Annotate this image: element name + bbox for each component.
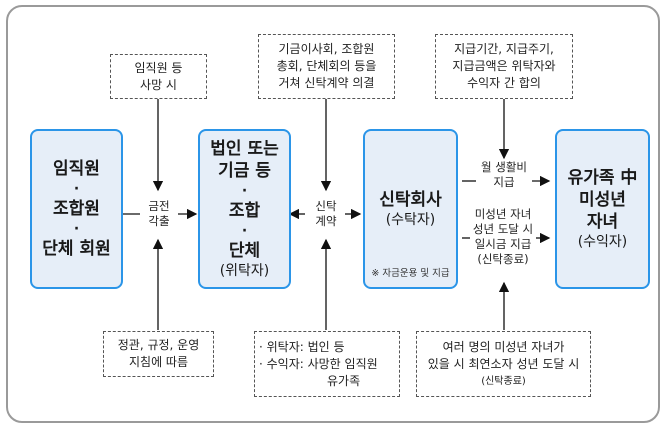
label-contribution: 금전 각출: [140, 199, 178, 229]
trustee-role: (수탁자): [385, 212, 436, 228]
label-trust-contract: 신탁 계약: [307, 199, 345, 229]
label-monthly-payment: 월 생활비 지급: [476, 160, 532, 190]
note-line: 사망 시: [140, 77, 177, 92]
note-agreement: 지급기간, 지급주기, 지급금액은 위탁자와 수익자 간 합의: [435, 34, 573, 99]
note-line: 지급기간, 지급주기,: [454, 42, 554, 56]
note-line: 지침에 따름: [128, 355, 188, 369]
label-line: 지급: [493, 175, 515, 189]
note-parties: · 위탁자: 법인 등 · 수익자: 사망한 임직원 유가족: [254, 331, 400, 397]
note-line: 총회, 단체회의 등을: [276, 59, 377, 73]
label-line: 미성년 자녀: [474, 207, 532, 221]
label-line: 월 생활비: [481, 160, 527, 174]
label-lump-sum: 미성년 자녀 성년 도달 시 일시금 지급 (신탁종료): [470, 207, 536, 267]
note-line: 여러 명의 미성년 자녀가: [442, 339, 565, 354]
beneficiary-role: (수익자): [577, 234, 628, 250]
trustor-line1: 법인 또는: [210, 139, 279, 159]
note-line: 기금이사회, 조합원: [278, 42, 375, 56]
note-death: 임직원 등 사망 시: [110, 54, 207, 99]
members-label-employees: 임직원: [53, 159, 100, 179]
note-line: · 위탁자: 법인 등: [259, 339, 345, 354]
separator-dot: ·: [241, 223, 248, 239]
note-line: (신탁종료): [481, 375, 526, 387]
members-label-union: 조합원: [53, 199, 100, 219]
members-box: 임직원 · 조합원 · 단체 회원: [30, 129, 123, 289]
note-line: 유가족: [327, 373, 361, 388]
note-rules: 정관, 규정, 운영 지침에 따름: [103, 331, 214, 377]
note-termination: 여러 명의 미성년 자녀가 있을 시 최연소자 성년 도달 시 (신탁종료): [416, 331, 591, 397]
label-line: 신탁: [315, 199, 337, 213]
beneficiary-line3: 자녀: [586, 212, 619, 232]
note-line: 정관, 규정, 운영: [117, 338, 200, 352]
label-line: 각출: [148, 214, 170, 228]
trustee-box: 신탁회사 (수탁자) ※ 자금운용 및 지급: [363, 129, 458, 289]
label-line: 일시금 지급: [474, 237, 532, 251]
beneficiary-box: 유가족 中 미성년 자녀 (수익자): [555, 129, 650, 289]
note-line: · 수익자: 사망한 임직원: [259, 356, 378, 371]
trustee-name: 신탁회사: [379, 190, 442, 210]
separator-dot: ·: [73, 181, 80, 197]
note-line: 지급금액은 위탁자와: [452, 59, 556, 73]
members-label-group: 단체 회원: [42, 239, 111, 259]
label-line: (신탁종료): [477, 252, 529, 266]
note-line: 거쳐 신탁계약 의결: [278, 76, 375, 90]
note-board: 기금이사회, 조합원 총회, 단체회의 등을 거쳐 신탁계약 의결: [258, 34, 395, 99]
separator-dot: ·: [73, 221, 80, 237]
trustor-box: 법인 또는 기금 등 · 조합 · 단체 (위탁자): [198, 129, 291, 289]
separator-dot: ·: [241, 183, 248, 199]
trustee-note: ※ 자금운용 및 지급: [371, 268, 450, 279]
trustor-line4: 단체: [228, 241, 261, 261]
label-line: 금전: [148, 199, 170, 213]
trustor-role: (위탁자): [219, 263, 270, 279]
note-line: 있을 시 최연소자 성년 도달 시: [427, 356, 580, 371]
trustor-line3: 조합: [228, 201, 261, 221]
note-line: 수익자 간 합의: [467, 76, 541, 90]
beneficiary-line2: 미성년: [579, 190, 626, 210]
label-line: 계약: [315, 214, 337, 228]
note-line: 임직원 등: [134, 60, 183, 75]
label-line: 성년 도달 시: [472, 222, 534, 236]
beneficiary-line1: 유가족 中: [567, 168, 638, 188]
trustor-line2: 기금 등: [218, 161, 271, 181]
